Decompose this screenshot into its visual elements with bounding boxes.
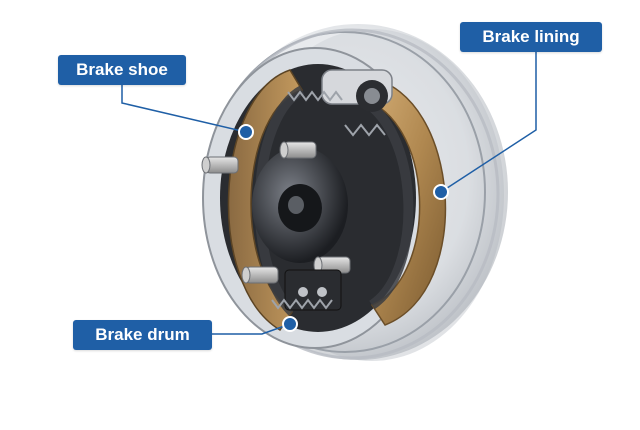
hub [252, 147, 348, 263]
return-spring [287, 90, 386, 137]
label-brake-drum: Brake drum [73, 320, 212, 350]
brake-lining-right [356, 77, 447, 326]
leader-dots [238, 124, 449, 332]
adjuster-block [271, 269, 342, 311]
wheel-studs [201, 141, 351, 284]
label-brake-shoe: Brake shoe [58, 55, 186, 85]
label-brake-lining: Brake lining [460, 22, 602, 52]
leader-lines [121, 52, 537, 335]
wheel-cylinder [321, 69, 393, 112]
